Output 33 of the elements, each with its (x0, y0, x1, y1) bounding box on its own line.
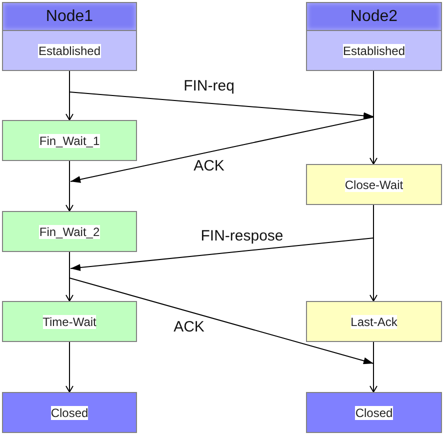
state-box (2, 301, 137, 342)
lifeline-head-box (306, 2, 442, 71)
message-arrow (69, 92, 374, 120)
state-label: Closed (355, 406, 393, 420)
state-box (306, 164, 442, 205)
state-label: Close-Wait (344, 178, 404, 192)
state-label: Time-Wait (42, 314, 96, 328)
arrow (66, 342, 74, 392)
edge-label: FIN-req (184, 78, 234, 94)
lifeline-head-box (2, 2, 137, 71)
state-box (2, 120, 137, 161)
state-box (2, 392, 137, 433)
message-arrow (70, 238, 374, 271)
message-arrow (69, 278, 374, 364)
state-label: Fin_Wait_2 (39, 224, 100, 238)
message-arrow (70, 116, 374, 183)
arrow (66, 160, 74, 212)
arrow (370, 70, 378, 164)
state-label: Closed (50, 406, 88, 420)
arrow (66, 252, 74, 302)
state-label: Last-Ack (350, 314, 398, 328)
arrow (66, 70, 74, 120)
state-box (306, 392, 442, 433)
state-label: Established (342, 44, 406, 58)
lifeline-title: Node2 (307, 3, 441, 31)
edge-label: FIN-respose (200, 228, 284, 244)
state-label: Established (38, 44, 101, 58)
state-box (306, 301, 442, 342)
lifeline-title: Node1 (3, 3, 136, 31)
state-box (2, 211, 137, 252)
arrow (370, 342, 378, 392)
state-label: Fin_Wait_1 (39, 134, 100, 148)
arrow (370, 204, 378, 302)
